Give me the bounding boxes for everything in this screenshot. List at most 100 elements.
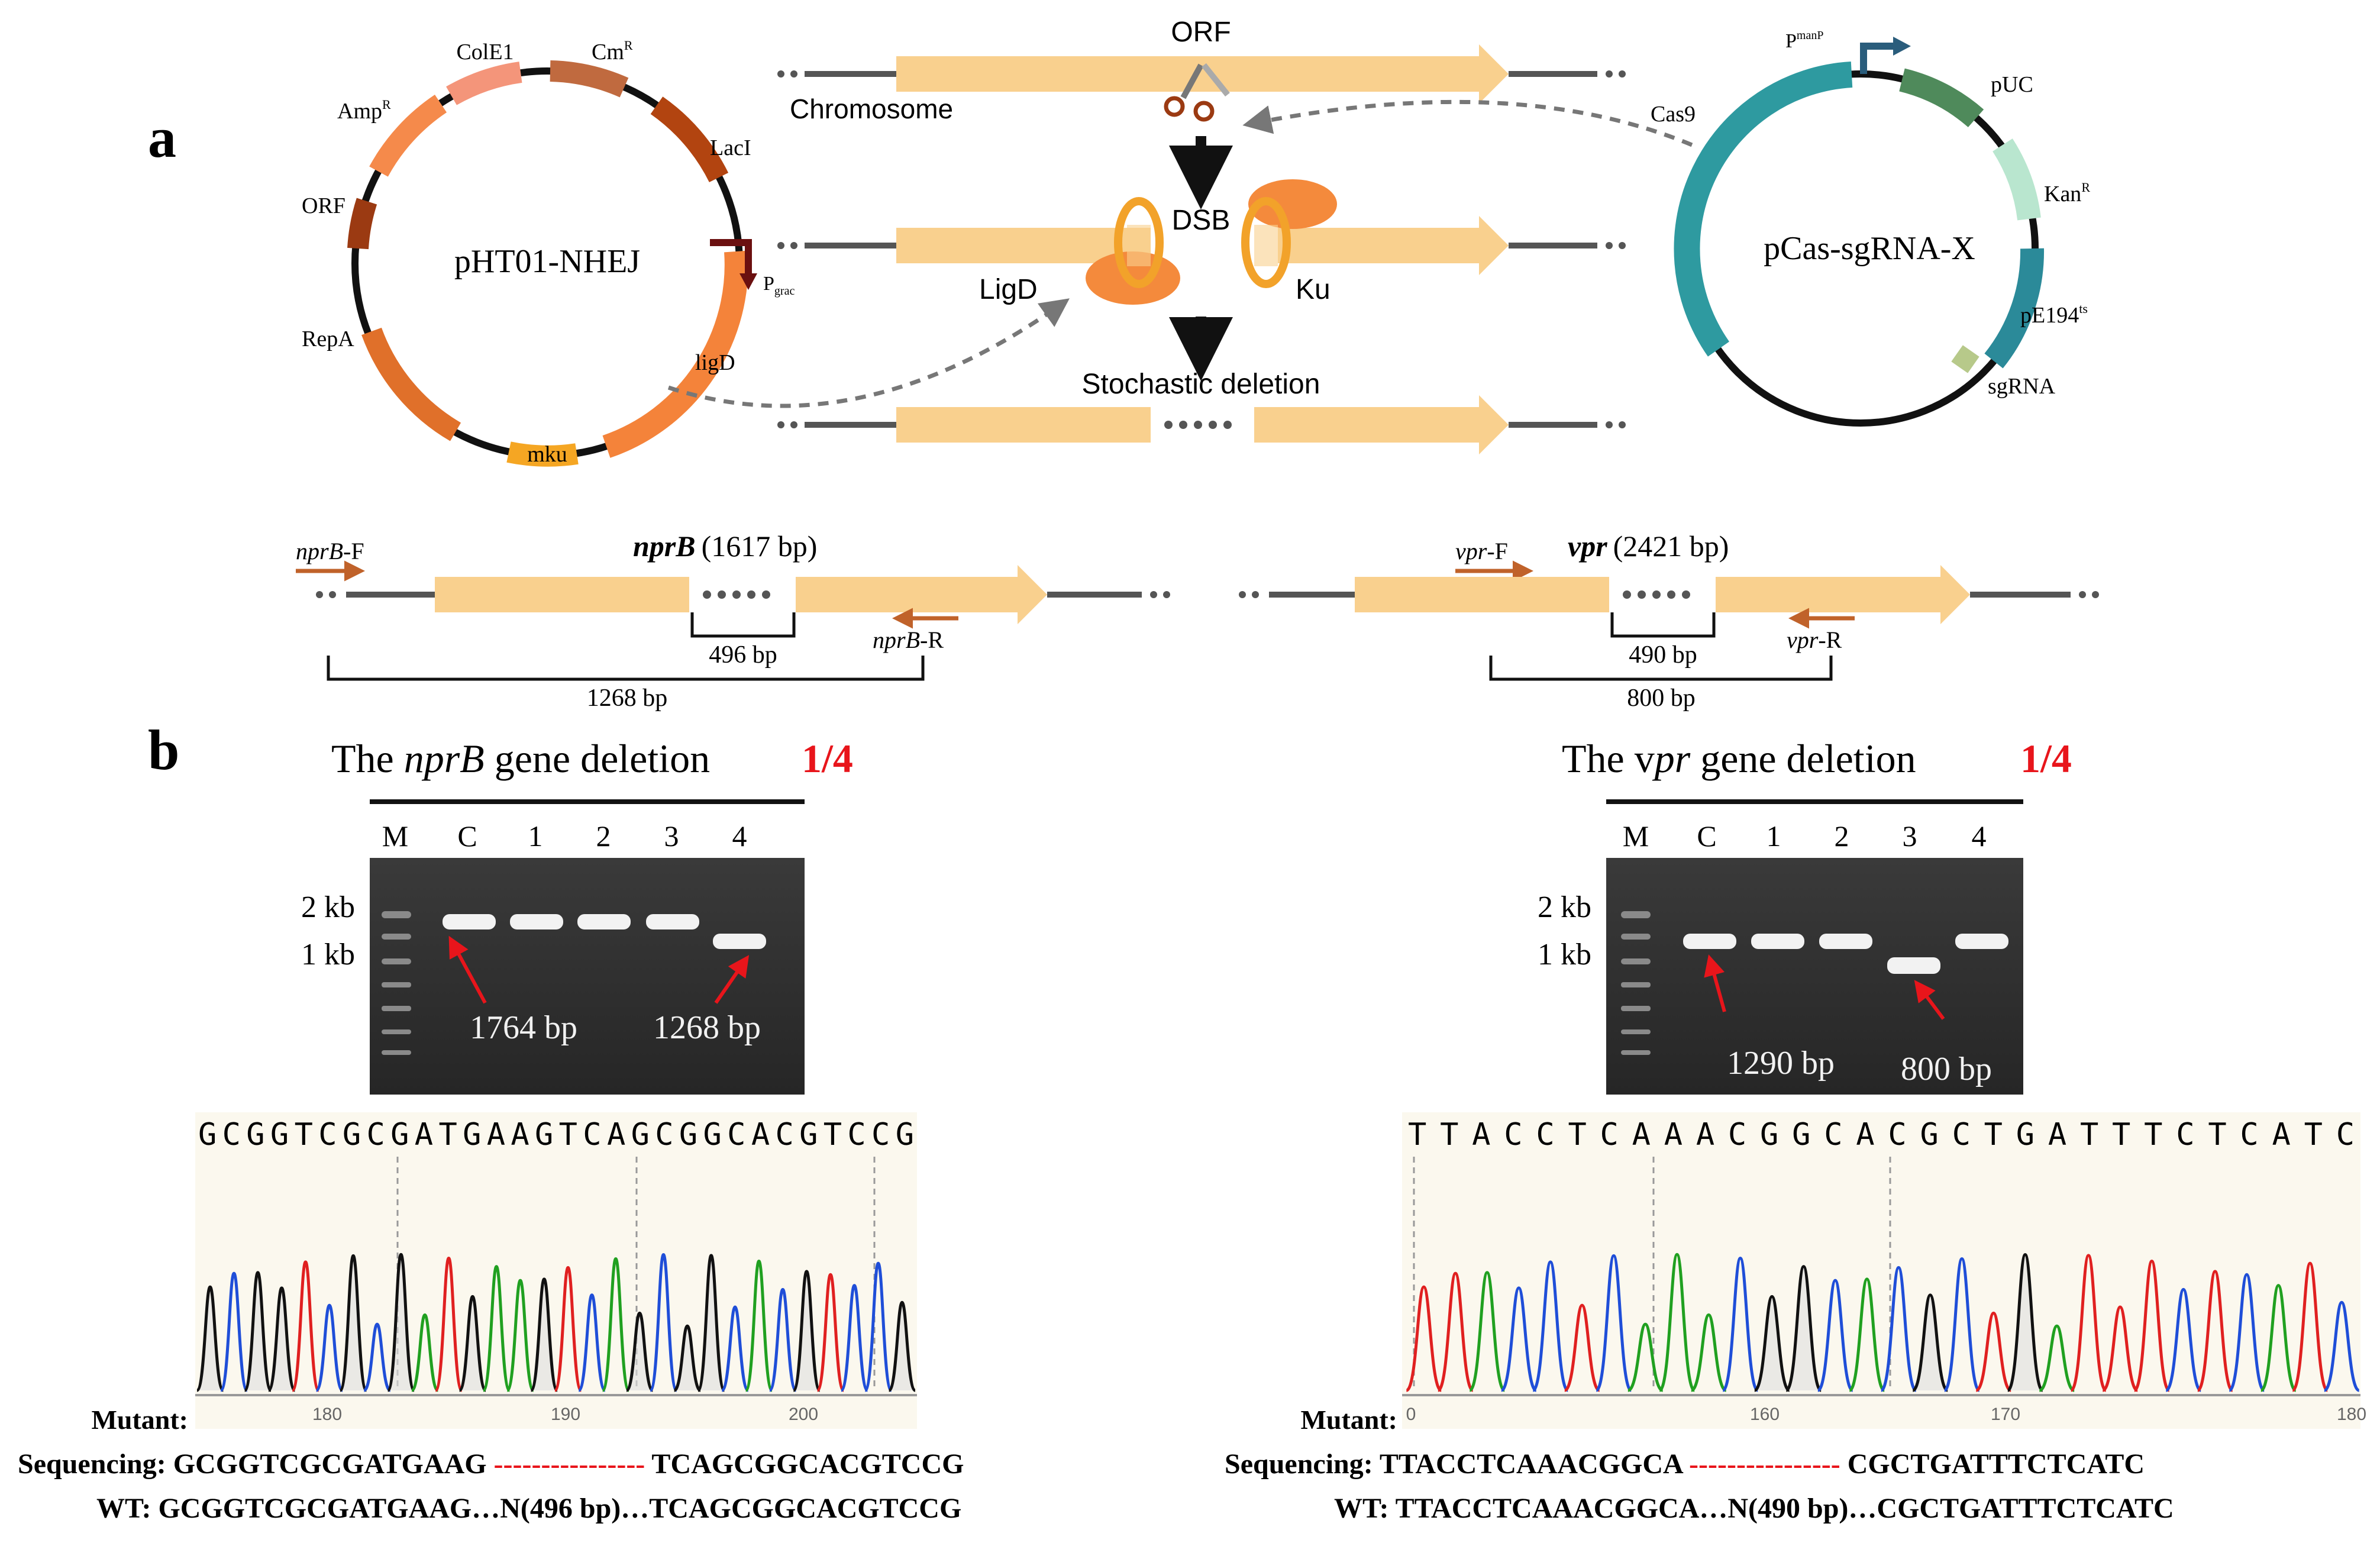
pmanp-promoter-icon <box>1860 43 1896 74</box>
vpr-amplicon-length: 800 bp <box>1627 685 1696 712</box>
ampr-segment <box>369 95 447 177</box>
label-pe194: pE194ts <box>2020 301 2088 328</box>
sequencing-nprb: Sequencing: GCGGTCGCGATGAAG ------------… <box>18 1448 964 1480</box>
trace-peak <box>1564 1303 1600 1392</box>
gene-vpr-label: vpr(2421 bp) <box>1568 530 1729 563</box>
trace-peak <box>863 1261 893 1392</box>
trace-peak <box>290 1260 321 1392</box>
mku-segment <box>506 441 579 467</box>
trace-peak <box>1721 1256 1759 1392</box>
trace-peak <box>529 1277 559 1392</box>
trace-peak <box>2102 1305 2139 1392</box>
plasmid-phT01-nhej: pHT01-NHEJ ColE1 CmR LacI AmpR ORF RepA … <box>302 38 795 467</box>
panel-label-b: b <box>148 718 179 782</box>
trace-peak <box>1785 1265 1822 1392</box>
trace-peak <box>505 1279 535 1392</box>
chromosome-line-broken <box>777 216 1626 275</box>
trace-peak <box>887 1300 917 1392</box>
label-cmr: CmR <box>592 38 633 64</box>
trace-peak <box>482 1265 511 1392</box>
trace-peak <box>601 1257 631 1392</box>
lane-label: M <box>382 819 408 853</box>
label-laci: LacI <box>710 135 751 160</box>
tick-label: 200 <box>789 1405 818 1424</box>
trace-peak <box>2323 1300 2360 1392</box>
primer-nprb-r-label: nprB-R <box>873 627 944 653</box>
trace-peak <box>243 1271 273 1392</box>
band-arrow <box>448 935 487 1004</box>
trace-peak <box>1943 1257 1981 1392</box>
marker-1kb: 1 kb <box>1538 938 1591 972</box>
lane-label: 3 <box>664 819 679 853</box>
trace-peak <box>2228 1273 2265 1392</box>
label-ligd: ligD <box>695 350 735 375</box>
sequencing-vpr: Sequencing: TTACCTCAAACGGCA ------------… <box>1225 1448 2145 1480</box>
tick-label: 190 <box>551 1405 580 1424</box>
trace-peak <box>696 1254 726 1392</box>
gel-vpr: The vpr gene deletion 1/4 M C 1 2 3 4 <box>1538 736 2072 1095</box>
trace-peak <box>2165 1287 2202 1392</box>
kanr-segment <box>1993 138 2041 221</box>
label-orf-center: ORF <box>1171 17 1231 48</box>
tick-label: 180 <box>312 1405 342 1424</box>
chromatogram-nprb: GCGGTCGCGATGAAGTCAGCGGCACGTCCG 180 190 2… <box>18 1112 964 1524</box>
cmr-segment <box>550 60 629 98</box>
trace-peak <box>1975 1311 2012 1392</box>
label-orf-left: ORF <box>302 193 345 218</box>
gel-nprb-image <box>370 858 805 1095</box>
label-pgrac: Pgrac <box>763 273 795 298</box>
laci-segment <box>650 96 729 183</box>
chromosome-line-deleted <box>777 395 1626 454</box>
trace-peak <box>458 1295 487 1392</box>
gel-vpr-lanes: M C 1 2 3 4 <box>1623 819 1987 853</box>
label-dsb: DSB <box>1172 205 1231 236</box>
pe194-segment <box>1984 248 2045 369</box>
gel-vpr-ladder <box>1621 911 1651 1055</box>
lane-label: M <box>1623 819 1649 853</box>
mechanism-diagram: ORF Chromosome DSB <box>667 17 1693 454</box>
nprb-deletion-length: 496 bp <box>709 641 777 669</box>
cas9-segment <box>1674 62 1853 357</box>
trace-peak <box>386 1253 416 1392</box>
bracket-vpr-deletion <box>1610 612 1716 638</box>
tick-label: 180 <box>2337 1405 2366 1424</box>
trace-peak <box>1500 1286 1538 1392</box>
gel-vpr-image <box>1606 858 2023 1095</box>
lane-label: 1 <box>528 819 543 853</box>
orf-segment <box>347 198 377 250</box>
vpr-deletion-length: 490 bp <box>1629 641 1697 669</box>
label-stochastic-deletion: Stochastic deletion <box>1082 369 1320 400</box>
label-mku: mku <box>527 442 567 467</box>
trace-peak <box>839 1284 869 1392</box>
band-arrow <box>1914 980 1945 1020</box>
trace-peak <box>1658 1253 1696 1392</box>
label-repa: RepA <box>302 327 354 351</box>
chromosome-line-top <box>777 44 1626 104</box>
label-pmanp: PmanP <box>1785 29 1823 52</box>
plasmid-right-name: pCas-sgRNA-X <box>1764 230 1975 267</box>
label-kanr: KanR <box>2044 180 2090 206</box>
trace-peak <box>1880 1266 1917 1392</box>
trace-peak <box>411 1313 439 1392</box>
label-ku: Ku <box>1296 274 1331 305</box>
chromatogram-nprb-traces <box>195 1253 917 1392</box>
locus-vpr: vpr-F vpr(2421 bp) 490 bp vpr-R 800 bp <box>1239 530 2099 712</box>
trace-peak <box>673 1324 702 1392</box>
trace-peak <box>768 1287 797 1392</box>
gel-vpr-bands <box>1683 934 2008 974</box>
lane-label: C <box>457 819 477 853</box>
gel-nprb-ladder <box>382 911 411 1055</box>
trace-peak <box>434 1256 464 1392</box>
marker-1kb: 1 kb <box>301 938 355 972</box>
puc-segment <box>1898 68 1984 128</box>
trace-peak <box>1627 1322 1664 1392</box>
trace-peak <box>1405 1285 1442 1392</box>
bracket-nprb-amplicon <box>327 656 925 681</box>
trace-peak <box>553 1266 583 1392</box>
gel-nprb: The nprB gene deletion 1/4 M C 1 2 3 4 <box>301 736 853 1095</box>
trace-peak <box>315 1303 344 1392</box>
label-ligd-center: LigD <box>979 274 1038 305</box>
trace-peak <box>267 1286 296 1392</box>
marker-2kb: 2 kb <box>301 890 355 924</box>
